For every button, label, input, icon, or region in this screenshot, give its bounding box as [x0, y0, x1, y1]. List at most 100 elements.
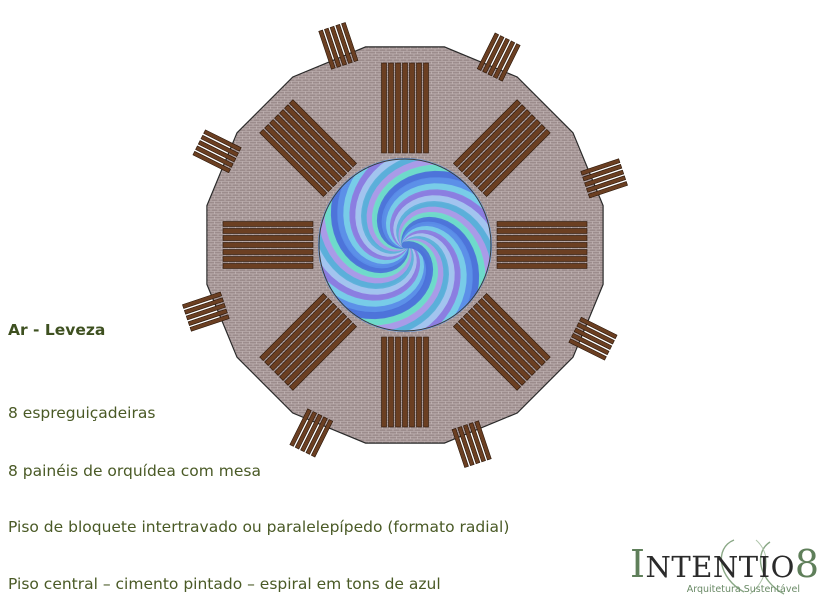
feature-item-central-floor: Piso central – cimento pintado – espiral…	[8, 575, 441, 593]
plank	[474, 420, 492, 461]
plank	[586, 175, 627, 193]
plank	[324, 27, 342, 68]
plank	[487, 37, 510, 77]
plank	[318, 29, 336, 70]
plank	[259, 293, 328, 362]
plank	[222, 256, 314, 262]
plank	[477, 297, 546, 366]
plank	[462, 312, 531, 381]
plank	[288, 322, 357, 391]
plank	[274, 114, 343, 183]
plank	[496, 235, 588, 241]
plank	[472, 302, 541, 371]
plank	[189, 314, 230, 332]
plank	[388, 62, 394, 154]
plank	[457, 317, 526, 386]
orchid-panel-table	[259, 293, 357, 391]
plank	[409, 336, 415, 428]
plank	[329, 25, 347, 66]
plank	[463, 424, 481, 465]
logo-wordmark: INTENTIO8	[630, 542, 820, 586]
plank	[409, 62, 415, 154]
plank	[580, 158, 621, 176]
plank	[310, 419, 334, 458]
feature-item-paving: Piso de bloquete intertravado ou paralel…	[8, 518, 510, 536]
lounger	[182, 291, 230, 332]
plank	[300, 413, 323, 453]
plank	[269, 302, 338, 371]
plank	[335, 23, 353, 64]
plank	[496, 256, 588, 262]
orchid-panel-table	[259, 99, 357, 197]
plank	[187, 308, 228, 326]
plank	[496, 221, 588, 227]
plank	[259, 128, 328, 197]
plank	[195, 145, 234, 168]
plank	[492, 40, 516, 79]
lounger	[580, 158, 628, 199]
plank	[341, 22, 359, 63]
site-plan	[182, 22, 628, 468]
lounger	[192, 129, 242, 174]
lounger	[451, 420, 492, 468]
orchid-panel-table	[381, 62, 429, 154]
plank	[274, 307, 343, 376]
plank	[579, 316, 618, 340]
plank	[582, 164, 623, 182]
plank	[451, 427, 469, 468]
spiral-pattern	[319, 159, 491, 331]
plank	[203, 129, 242, 152]
plank	[482, 35, 505, 74]
plank	[453, 322, 522, 391]
plank	[571, 332, 610, 356]
plank	[477, 124, 546, 193]
plank	[587, 181, 628, 199]
plank	[381, 336, 387, 428]
plank	[584, 169, 625, 187]
plank	[279, 312, 348, 381]
plank	[182, 291, 223, 309]
orchid-panel-table	[222, 221, 314, 269]
plank	[496, 228, 588, 234]
logo-rest: NTENTIO	[645, 550, 795, 584]
plank	[402, 62, 408, 154]
plank	[496, 249, 588, 255]
plank	[568, 338, 607, 361]
plank	[462, 109, 531, 178]
plank	[222, 235, 314, 241]
plank	[416, 336, 422, 428]
lounger	[568, 316, 618, 361]
plank	[284, 104, 353, 173]
plank	[197, 140, 237, 163]
plank	[457, 426, 475, 467]
plank	[185, 303, 226, 321]
plank	[222, 249, 314, 255]
plank	[496, 242, 588, 248]
plank	[395, 62, 401, 154]
orchid-panel-table	[381, 336, 429, 428]
bench-group	[222, 62, 588, 428]
spiral-arm	[333, 241, 434, 320]
plank	[222, 221, 314, 227]
plank	[467, 114, 536, 183]
plank	[573, 327, 613, 350]
plank	[395, 336, 401, 428]
plank	[192, 150, 231, 174]
plank	[482, 128, 551, 197]
plank	[498, 43, 521, 82]
lounger	[289, 408, 334, 458]
plank	[264, 124, 333, 193]
logo-swirl-graphic	[720, 539, 785, 595]
plank	[200, 134, 239, 158]
plank	[472, 119, 541, 188]
plank	[222, 228, 314, 234]
intentio-logo: INTENTIO8 Arquitetura Sustentável	[626, 538, 819, 600]
plank	[269, 119, 338, 188]
feature-item-loungers: 8 espreguiçadeiras	[8, 404, 156, 422]
section-title: Ar - Leveza	[8, 321, 106, 339]
logo-initial: I	[630, 542, 646, 586]
plank	[402, 336, 408, 428]
logo-trail: 8	[794, 542, 820, 586]
plank	[264, 297, 333, 366]
orchid-panel-table	[453, 293, 551, 391]
